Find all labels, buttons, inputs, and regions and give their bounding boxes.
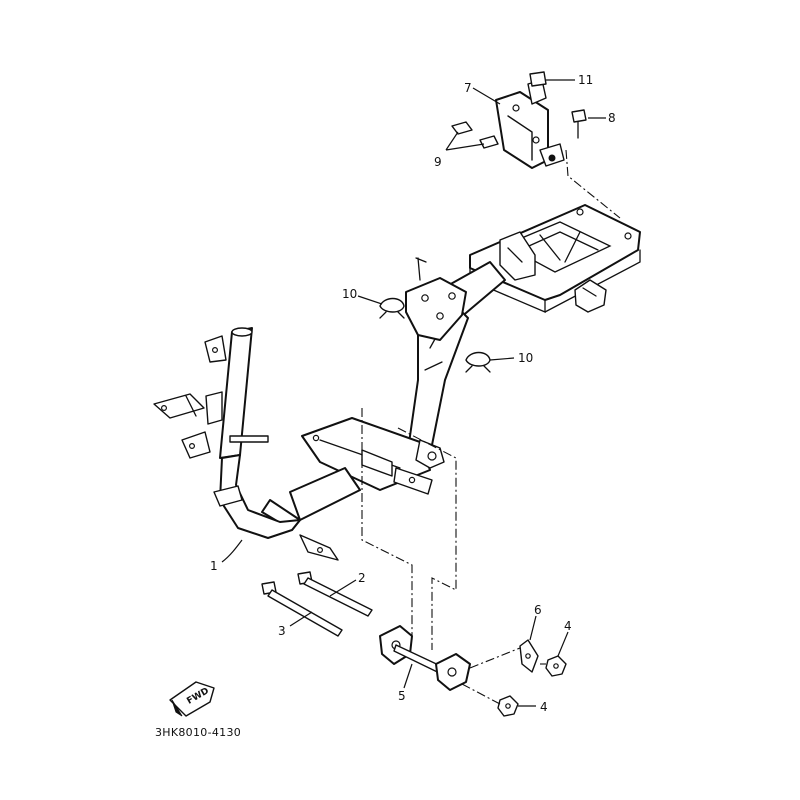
main-frame xyxy=(153,204,641,561)
callout-5: 5 xyxy=(398,689,406,703)
top-bracket-assembly xyxy=(451,71,621,219)
fwd-arrow: FWD xyxy=(169,681,215,717)
hose-clamps xyxy=(379,297,491,373)
assembly-lines xyxy=(361,408,546,705)
callout-4-lower: 4 xyxy=(540,700,548,714)
callout-7: 7 xyxy=(464,81,472,95)
drawing-code: 3HK8010-4130 xyxy=(155,726,241,739)
callout-6: 6 xyxy=(534,603,542,617)
callout-1: 1 xyxy=(210,559,218,573)
lower-shaft-assembly xyxy=(261,571,567,717)
callout-10-lower: 10 xyxy=(518,351,533,365)
callout-10-upper: 10 xyxy=(342,287,357,301)
callout-11: 11 xyxy=(578,73,593,87)
callout-2: 2 xyxy=(358,571,366,585)
callout-9: 9 xyxy=(434,155,442,169)
callout-3: 3 xyxy=(278,624,286,638)
leader-lines xyxy=(221,79,606,707)
callout-8: 8 xyxy=(608,111,616,125)
callout-labels: 1 2 3 4 4 5 6 7 8 9 10 10 11 xyxy=(210,73,616,714)
callout-4-upper: 4 xyxy=(564,619,572,633)
